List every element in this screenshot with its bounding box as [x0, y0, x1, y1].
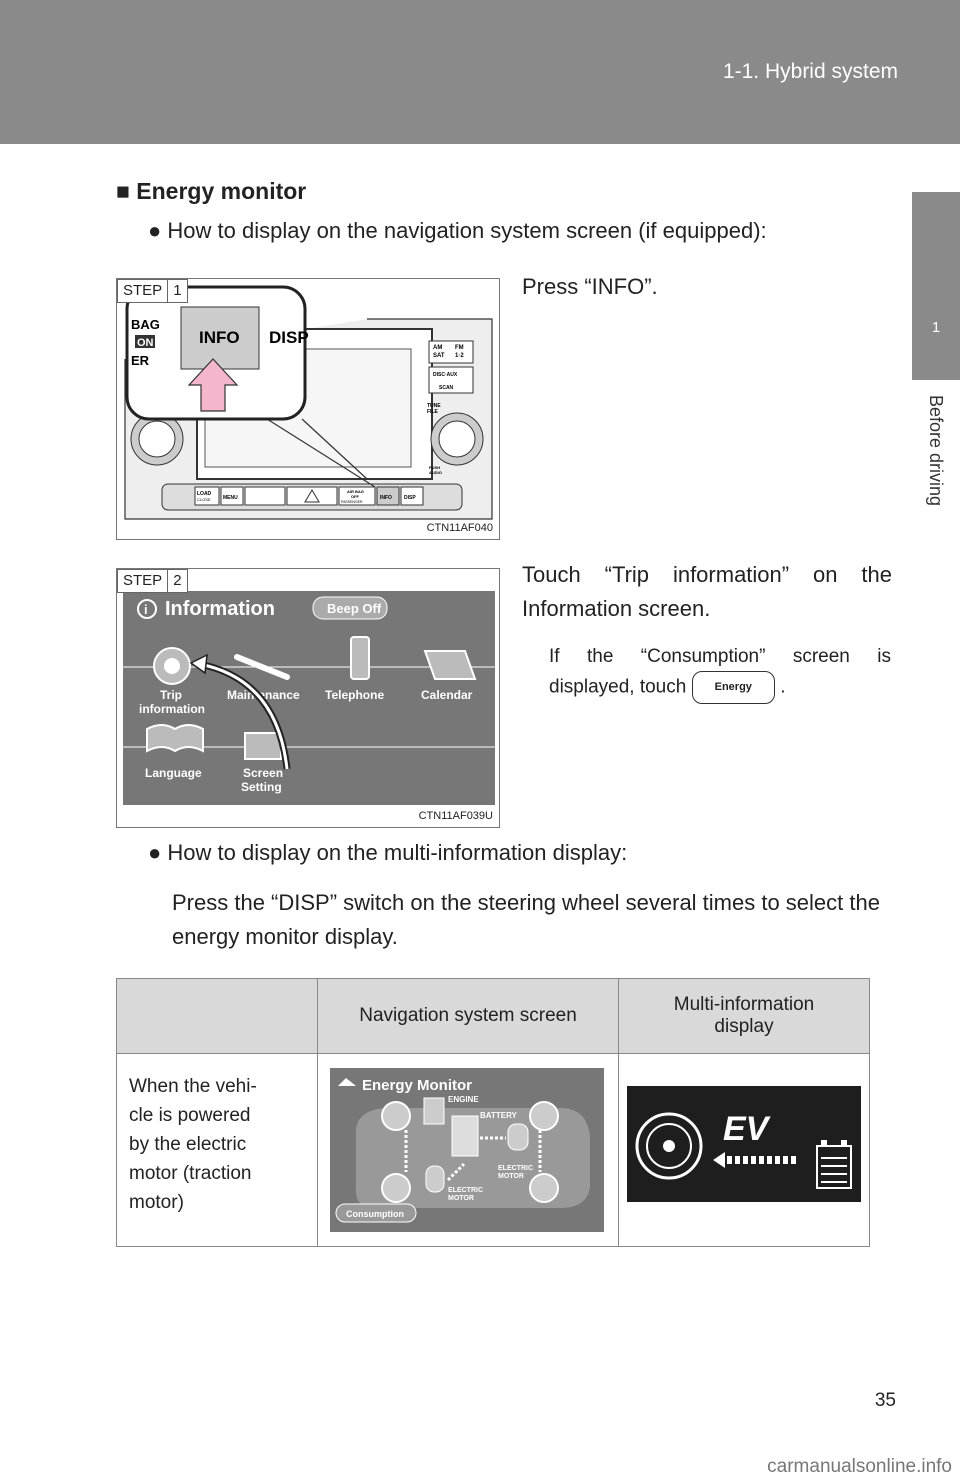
energy-button[interactable]: Energy — [691, 671, 775, 704]
square-bullet-icon: ■ — [116, 178, 130, 204]
phone-icon — [350, 636, 370, 680]
info-btn-label: INFO — [380, 495, 392, 501]
front-wheel-icon — [381, 1101, 412, 1131]
nav-screen-cell: Energy Monitor ENGINE BATTERY ELECTRIC M… — [317, 1053, 619, 1247]
wrench-icon — [234, 654, 290, 680]
figure-code: CTN11AF040 — [426, 522, 493, 534]
engine-label: ENGINE — [448, 1095, 479, 1104]
screen-label-1: Screen — [243, 766, 283, 780]
circle-bullet-icon: ● — [148, 840, 162, 865]
header-empty — [115, 978, 319, 1054]
consumption-button: Consumption — [346, 1209, 404, 1219]
motor-icon — [507, 1123, 529, 1151]
step1-text: Press “INFO”. — [522, 274, 658, 299]
header-title: 1-1. Hybrid system — [722, 60, 898, 83]
passenger-label: PASSENGER — [341, 500, 363, 504]
row-label: When the vehi- cle is powered by the ele… — [115, 1053, 319, 1247]
multi-info-display: EV — [627, 1086, 861, 1202]
am-label: AM — [433, 345, 442, 351]
close-label: CLOSE — [197, 497, 211, 502]
info-i-icon: i — [144, 602, 148, 617]
scan-label: SCAN — [439, 385, 454, 391]
chapter-tab — [912, 192, 960, 380]
comparison-table: Navigation system screen Multi-informati… — [115, 978, 870, 1247]
table-header-row: Navigation system screen Multi-informati… — [115, 978, 870, 1054]
screen-label-2: Setting — [241, 780, 282, 794]
menu-label: MENU — [223, 495, 238, 501]
bullet2-text: Press the “DISP” switch on the steering … — [172, 890, 880, 949]
step2-figure: i Information Beep Off Trip information … — [116, 568, 500, 828]
on-label: ON — [137, 337, 154, 349]
rear-wheel-icon — [381, 1173, 412, 1203]
trip-label-2: information — [139, 702, 205, 716]
audio-label: AUDIO — [429, 470, 442, 475]
bullet-nav: ● How to display on the navigation syste… — [148, 218, 767, 243]
fm12-label: 1·2 — [455, 353, 464, 359]
step2-note: If the “Consumption” screen is displayed… — [549, 642, 891, 704]
chapter-number: 1 — [931, 319, 941, 336]
header-multi: Multi-information display — [618, 978, 870, 1054]
flow-arrow-icon — [713, 1152, 725, 1168]
disp-btn-label: DISP — [404, 495, 416, 501]
bag-label: BAG — [131, 317, 160, 332]
circle-bullet-icon: ● — [148, 218, 162, 243]
info-title: Information — [165, 598, 275, 620]
motor-label-2b: MOTOR — [448, 1195, 474, 1202]
battery-label: BATTERY — [480, 1111, 518, 1120]
off-label: OFF — [351, 494, 360, 499]
telephone-label: Telephone — [325, 688, 384, 702]
watermark: carmanualsonline.info — [767, 1456, 952, 1477]
pink-arrow-icon — [187, 358, 239, 412]
car-icon — [338, 1078, 357, 1086]
language-label: Language — [145, 766, 202, 780]
step1-figure: AM SAT FM 1·2 DISC·AUX SCAN TUNE FILE PU… — [116, 278, 500, 540]
curved-arrow-icon — [189, 653, 208, 675]
calendar-label: Calendar — [421, 688, 473, 702]
tire-icon — [635, 1112, 703, 1180]
battery-icon — [451, 1115, 479, 1157]
fm-label: FM — [455, 345, 464, 351]
step2-text: Touch “Trip information” on the Informat… — [522, 562, 892, 621]
energy-monitor-title: Energy Monitor — [362, 1077, 472, 1094]
book-icon — [146, 724, 204, 753]
trip-label-1: Trip — [160, 688, 182, 702]
chapter-label: Before driving — [926, 395, 946, 507]
sat-label: SAT — [433, 353, 445, 359]
step1-badge: STEP 1 — [117, 279, 188, 303]
load-label: LOAD — [197, 491, 212, 497]
motor-label-1b: MOTOR — [498, 1173, 524, 1180]
header-nav: Navigation system screen — [317, 978, 619, 1054]
ev-label: EV — [723, 1110, 772, 1148]
airbag-label: AIR BAG — [347, 489, 364, 494]
rear-wheel-icon — [529, 1173, 560, 1203]
page-number: 35 — [874, 1390, 896, 1411]
disp-zoom-label: DISP — [269, 328, 309, 347]
info-zoom-label: INFO — [199, 328, 240, 347]
energy-monitor-screen: Energy Monitor ENGINE BATTERY ELECTRIC M… — [330, 1068, 605, 1232]
engine-icon — [423, 1097, 445, 1125]
information-screen-illustration: i Information Beep Off Trip information … — [123, 591, 495, 805]
maintenance-label: Maintenance — [227, 688, 300, 702]
er-label: ER — [131, 353, 150, 368]
beep-off-label: Beep Off — [327, 601, 382, 616]
table-row: When the vehi- cle is powered by the ele… — [115, 1053, 870, 1247]
section-title: ■ Energy monitor — [116, 178, 307, 204]
push-label: PUSH — [429, 465, 440, 470]
multi-display-cell: EV — [618, 1053, 870, 1247]
figure-code: CTN11AF039U — [418, 810, 493, 822]
bullet-multi: ● How to display on the multi-informatio… — [148, 840, 628, 865]
battery-icon — [816, 1145, 852, 1189]
calendar-icon — [423, 650, 477, 680]
motor-label-2a: ELECTRIC — [448, 1187, 483, 1194]
step2-badge: STEP 2 — [117, 569, 188, 593]
console-illustration: AM SAT FM 1·2 DISC·AUX SCAN TUNE FILE PU… — [124, 285, 493, 520]
page-header: 1-1. Hybrid system — [0, 0, 960, 144]
front-wheel-icon — [529, 1101, 560, 1131]
discaux-label: DISC·AUX — [433, 372, 458, 378]
tune-label: TUNE — [427, 403, 441, 409]
motor-label-1a: ELECTRIC — [498, 1165, 533, 1172]
motor-icon — [425, 1165, 445, 1193]
file-label: FILE — [427, 409, 438, 415]
screen-setting-icon — [244, 732, 282, 760]
